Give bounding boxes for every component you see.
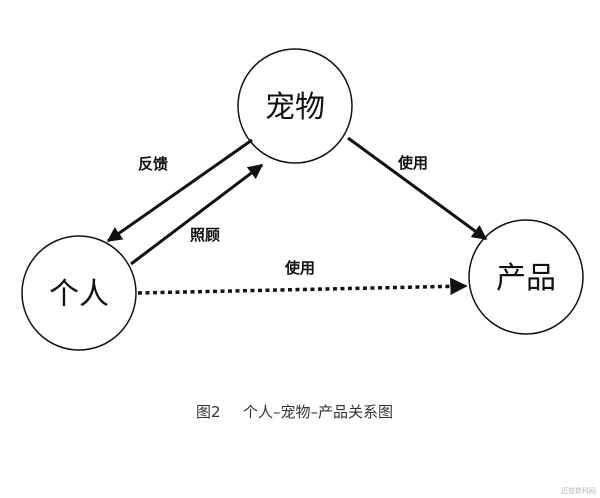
edge-person-uses-product-arrow: [137, 277, 468, 296]
edge-pet-uses-product-arrow: [347, 136, 488, 241]
edge-care-label: 照顾: [190, 226, 220, 244]
node-pet-label: 宠物: [265, 90, 325, 125]
figure-number: 图2: [196, 403, 221, 421]
figure-caption: 个人–宠物–产品关系图: [243, 403, 393, 421]
watermark: 迈普数科网: [561, 486, 596, 495]
edge-feedback-arrow: [106, 138, 253, 243]
edge-pet-uses-product-label: 使用: [397, 154, 428, 172]
node-product-label: 产品: [496, 261, 556, 296]
node-pet: 宠物: [237, 48, 353, 164]
node-product: 产品: [468, 219, 584, 335]
node-product-circle: [468, 219, 584, 335]
edge-person-uses-product-label: 使用: [284, 259, 315, 277]
edge-care-arrow: [130, 163, 264, 266]
node-person-circle: [21, 235, 137, 351]
edge-feedback-label: 反馈: [138, 155, 168, 173]
node-person: 个人: [21, 235, 137, 351]
node-pet-circle: [237, 48, 353, 164]
node-person-label: 个人: [49, 277, 109, 312]
